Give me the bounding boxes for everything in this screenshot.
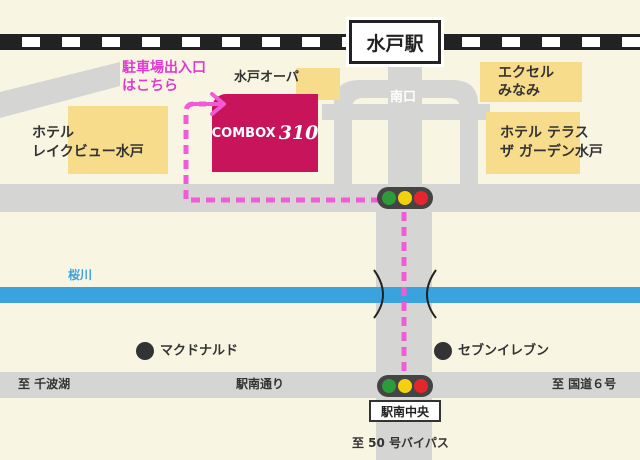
shop-dot-icon xyxy=(136,342,154,360)
signal-green-lamp xyxy=(382,191,396,205)
combox-name-text: COMBOX xyxy=(211,125,276,141)
traffic-signal-station xyxy=(377,187,433,209)
station-south-exit-label: 南口 xyxy=(390,90,417,105)
signal-green-lamp xyxy=(382,379,396,393)
ekinan-dori-label: 駅南通り xyxy=(236,377,285,391)
hotel-terrace-label: ホテル テラス ザ ガーデン水戸 xyxy=(500,125,603,160)
shop-dot-icon xyxy=(434,342,452,360)
hotel-lakeview-label: ホテル レイクビュー水戸 xyxy=(32,125,144,160)
signal-red-lamp xyxy=(414,379,428,393)
excel-minami-label: エクセル みなみ xyxy=(498,65,554,100)
sakuragawa-label: 桜川 xyxy=(68,268,93,282)
traffic-signal-ekinan-chuo xyxy=(377,375,433,397)
to-route6-label: 至 国道６号 xyxy=(552,377,617,391)
building-hotel-lakeview xyxy=(68,106,168,174)
signal-red-lamp xyxy=(414,191,428,205)
combox-name-number: 310 xyxy=(278,122,319,144)
building-excel-minami xyxy=(480,62,582,102)
signal-yellow-lamp xyxy=(398,191,412,205)
mcdonalds-marker: マクドナルド xyxy=(136,342,238,360)
mcdonalds-label: マクドナルド xyxy=(160,343,239,359)
building-hotel-terrace xyxy=(486,112,580,174)
signal-yellow-lamp xyxy=(398,379,412,393)
parking-entrance-label: 駐車場出入口 はこちら xyxy=(122,60,206,94)
mito-oppa-label: 水戸オーパ xyxy=(234,70,299,85)
mito-station-sign[interactable]: 水戸駅 xyxy=(349,20,441,64)
railway-track xyxy=(0,34,640,50)
seven-eleven-marker: セブンイレブン xyxy=(434,342,549,360)
to-bypass-label: 至 50 号バイパス xyxy=(352,436,449,450)
to-senbako-label: 至 千波湖 xyxy=(18,377,71,391)
sakuragawa-river xyxy=(0,287,640,303)
ekinan-chuo-intersection-sign: 駅南中央 xyxy=(369,400,441,422)
road-ekinan-dori xyxy=(0,372,640,398)
seven-eleven-label: セブンイレブン xyxy=(458,343,550,359)
